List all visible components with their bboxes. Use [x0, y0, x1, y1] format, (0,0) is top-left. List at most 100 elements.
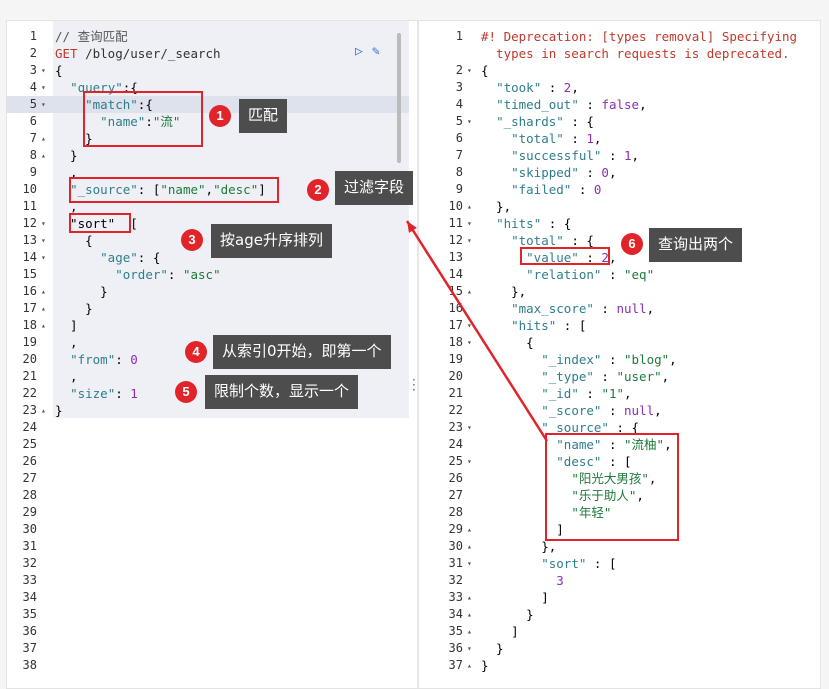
line-number: 11 [448, 216, 463, 230]
line-number: 14 [448, 267, 463, 281]
request-code-line[interactable]: , [55, 199, 78, 214]
fold-icon[interactable]: ▾ [467, 219, 472, 228]
fold-icon[interactable]: ▴ [467, 661, 472, 670]
request-code-line[interactable]: "age": { [100, 250, 161, 265]
fold-icon[interactable]: ▾ [467, 457, 472, 466]
line-number: 37 [448, 658, 463, 672]
fold-icon[interactable]: ▾ [467, 423, 472, 432]
fold-icon[interactable]: ▾ [467, 338, 472, 347]
request-code-line[interactable]: // 查询匹配 [55, 29, 128, 44]
line-number: 38 [22, 658, 37, 672]
line-number: 37 [22, 641, 37, 655]
line-number: 9 [29, 165, 37, 179]
request-code-line[interactable]: { [55, 233, 93, 248]
fold-icon[interactable]: ▴ [41, 406, 46, 415]
request-code-line[interactable]: "order": "asc" [115, 267, 221, 282]
request-code-line[interactable]: "_source": ["name","desc"] [70, 182, 266, 197]
response-code-line: ] [481, 522, 564, 537]
fold-icon[interactable]: ▾ [41, 100, 46, 109]
annotation-tooltip-5: 限制个数，显示一个 [205, 375, 359, 409]
line-number: 22 [22, 386, 37, 400]
request-code-line[interactable]: } [55, 284, 108, 299]
response-code-line: } [481, 607, 534, 622]
annotation-badge-4: 4 [185, 341, 207, 363]
line-number: 33 [22, 573, 37, 587]
source-result-highlight-box [545, 433, 679, 541]
response-code-line: types in search requests is deprecated. [481, 46, 790, 61]
wrench-icon[interactable]: ✎ [372, 44, 380, 59]
fold-icon[interactable]: ▴ [41, 304, 46, 313]
response-code-line: "took" : 2, [496, 80, 579, 95]
line-number: 13 [448, 250, 463, 264]
line-number: 28 [22, 488, 37, 502]
request-code-line[interactable]: "size": 1 [70, 386, 138, 401]
request-code-line[interactable]: , [55, 165, 78, 180]
fold-icon[interactable]: ▾ [467, 559, 472, 568]
response-code-line: "max_score" : null, [511, 301, 655, 316]
request-code-line[interactable]: } [55, 301, 93, 316]
fold-icon[interactable]: ▴ [41, 287, 46, 296]
fold-icon[interactable]: ▾ [467, 644, 472, 653]
request-code-line[interactable]: } [55, 131, 93, 146]
play-icon[interactable]: ▷ [355, 44, 363, 59]
annotation-badge-5: 5 [175, 381, 197, 403]
request-code-line[interactable]: { [55, 63, 63, 78]
fold-icon[interactable]: ▴ [467, 610, 472, 619]
response-code-line: } [481, 658, 489, 673]
request-scrollbar[interactable] [397, 33, 401, 163]
response-code-line: } [481, 641, 504, 656]
annotation-tooltip-6: 查询出两个 [649, 228, 743, 262]
more-options-icon[interactable]: ··· [412, 373, 416, 397]
request-code-line[interactable]: ] [55, 318, 78, 333]
fold-icon[interactable]: ▴ [467, 627, 472, 636]
response-code-line: 3 [556, 573, 564, 588]
line-number: 3 [29, 63, 37, 77]
line-number: 19 [22, 335, 37, 349]
fold-icon[interactable]: ▾ [467, 117, 472, 126]
fold-icon[interactable]: ▴ [41, 134, 46, 143]
request-code-line[interactable]: , [55, 369, 78, 384]
request-code-line[interactable]: "from": 0 [70, 352, 138, 367]
line-number: 8 [29, 148, 37, 162]
fold-icon[interactable]: ▴ [467, 202, 472, 211]
line-number: 21 [448, 386, 463, 400]
gutter-active-line [7, 96, 53, 113]
line-number: 26 [22, 454, 37, 468]
fold-icon[interactable]: ▾ [41, 219, 46, 228]
request-code-line[interactable]: , [55, 335, 78, 350]
fold-icon[interactable]: ▾ [467, 66, 472, 75]
response-code-line: "desc" : [ [556, 454, 632, 469]
request-code-line[interactable]: "name":"流" [100, 114, 181, 129]
response-code-line: "阳光大男孩", [571, 471, 657, 486]
fold-icon[interactable]: ▾ [467, 321, 472, 330]
fold-icon[interactable]: ▴ [467, 593, 472, 602]
line-number: 1 [29, 29, 37, 43]
line-number: 12 [448, 233, 463, 247]
request-code-line[interactable]: "match":{ [85, 97, 153, 112]
fold-icon[interactable]: ▾ [41, 253, 46, 262]
request-code-line[interactable]: "sort" [ [55, 216, 138, 231]
response-code-line: "_id" : "1", [541, 386, 632, 401]
fold-icon[interactable]: ▴ [467, 287, 472, 296]
line-number: 16 [22, 284, 37, 298]
fold-icon[interactable]: ▴ [467, 525, 472, 534]
line-number: 31 [448, 556, 463, 570]
fold-icon[interactable]: ▾ [41, 66, 46, 75]
line-number: 16 [448, 301, 463, 315]
fold-icon[interactable]: ▾ [41, 83, 46, 92]
fold-icon[interactable]: ▾ [467, 236, 472, 245]
annotation-tooltip-1: 匹配 [239, 99, 288, 133]
line-number: 23 [448, 420, 463, 434]
request-code-line[interactable]: GET /blog/user/_search [55, 46, 221, 61]
line-number: 33 [448, 590, 463, 604]
fold-icon[interactable]: ▴ [41, 151, 46, 160]
fold-icon[interactable]: ▴ [467, 542, 472, 551]
line-number: 29 [448, 522, 463, 536]
request-code-line[interactable]: } [55, 403, 63, 418]
response-code-line: "total" : 1, [511, 131, 602, 146]
response-code-line: "skipped" : 0, [511, 165, 617, 180]
fold-icon[interactable]: ▾ [41, 236, 46, 245]
request-code-line[interactable]: } [55, 148, 78, 163]
fold-icon[interactable]: ▴ [41, 321, 46, 330]
response-code-line: "hits" : [ [511, 318, 587, 333]
